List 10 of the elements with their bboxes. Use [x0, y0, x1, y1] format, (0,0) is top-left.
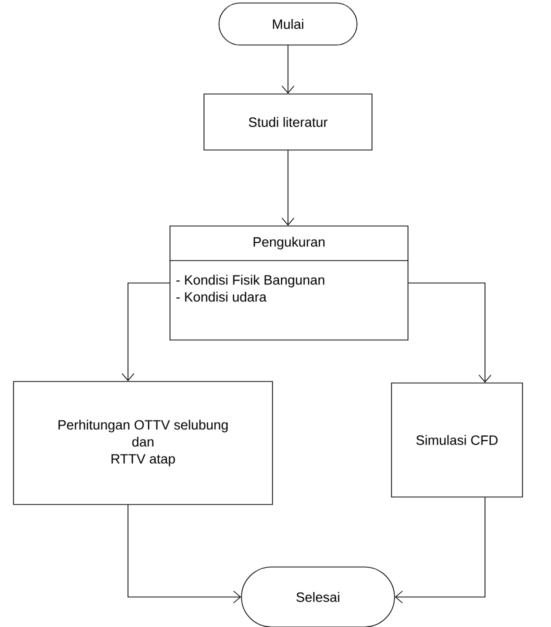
arrow	[128, 504, 242, 604]
process-box: Studi literatur	[204, 94, 372, 150]
arrow	[408, 282, 492, 383]
process-box: Simulasi CFD	[391, 382, 523, 498]
arrow	[394, 497, 486, 604]
arrow	[122, 282, 170, 382]
arrow	[282, 45, 294, 94]
arrow	[282, 150, 294, 226]
process-box: Pengukuran - Kondisi Fisik Bangunan - Kondisi udara	[169, 226, 409, 340]
process-box: Perhitungan OTTV selubung dan RTTV atap	[13, 381, 273, 505]
